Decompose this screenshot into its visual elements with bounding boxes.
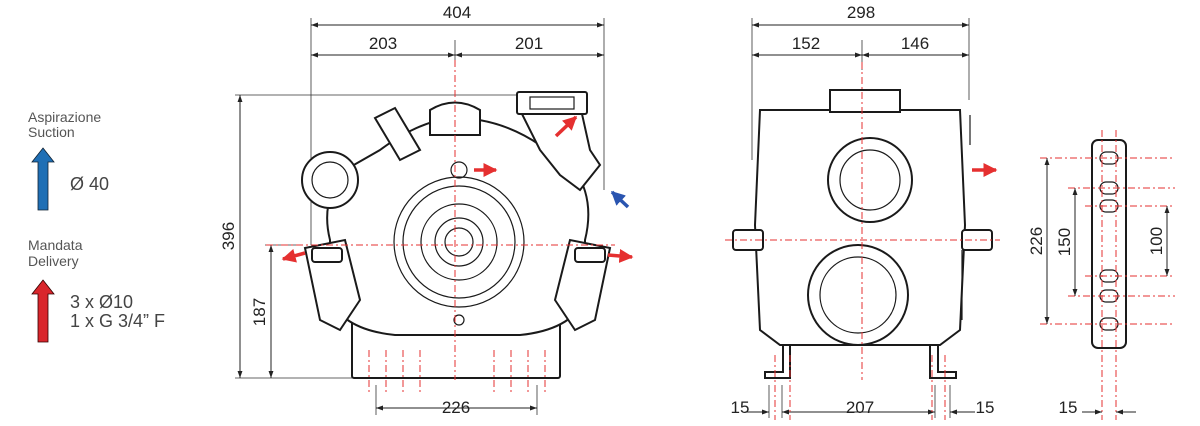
dim-side-foot-right: 15 [976,398,995,417]
delivery-label-it: Mandata [28,237,83,253]
dim-front-axis-height: 187 [250,298,269,326]
dim-side-foot-span: 207 [846,398,874,417]
dim-front-overall-height: 396 [219,222,238,250]
dim-side-foot-left: 15 [731,398,750,417]
dim-front-left-half: 203 [369,34,397,53]
dim-side-right-half: 146 [901,34,929,53]
suction-arrow-icon [31,147,55,211]
front-view: 404 203 201 396 187 226 [219,3,634,417]
dim-bracket-middle: 150 [1055,228,1074,256]
delivery-label-en: Delivery [28,253,79,269]
suction-label-it: Aspirazione [28,109,102,125]
dim-front-right-half: 201 [515,34,543,53]
side-view: 298 152 146 15 207 15 [725,3,1000,420]
dim-bracket-inner: 100 [1147,227,1166,255]
bracket-view: 226 150 100 15 [1027,130,1175,420]
dim-bracket-outer: 226 [1027,227,1046,255]
suction-label-en: Suction [28,124,75,140]
delivery-thread: 1 x G 3/4” F [70,311,166,331]
dim-side-left-half: 152 [792,34,820,53]
dim-front-base-width: 226 [442,398,470,417]
dim-front-overall-width: 404 [443,3,471,22]
dim-side-overall-width: 298 [847,3,875,22]
dim-bracket-thickness: 15 [1059,398,1078,417]
suction-diameter: Ø 40 [70,174,110,194]
delivery-arrow-icon [31,279,55,343]
delivery-outlets: 3 x Ø10 [70,292,134,312]
